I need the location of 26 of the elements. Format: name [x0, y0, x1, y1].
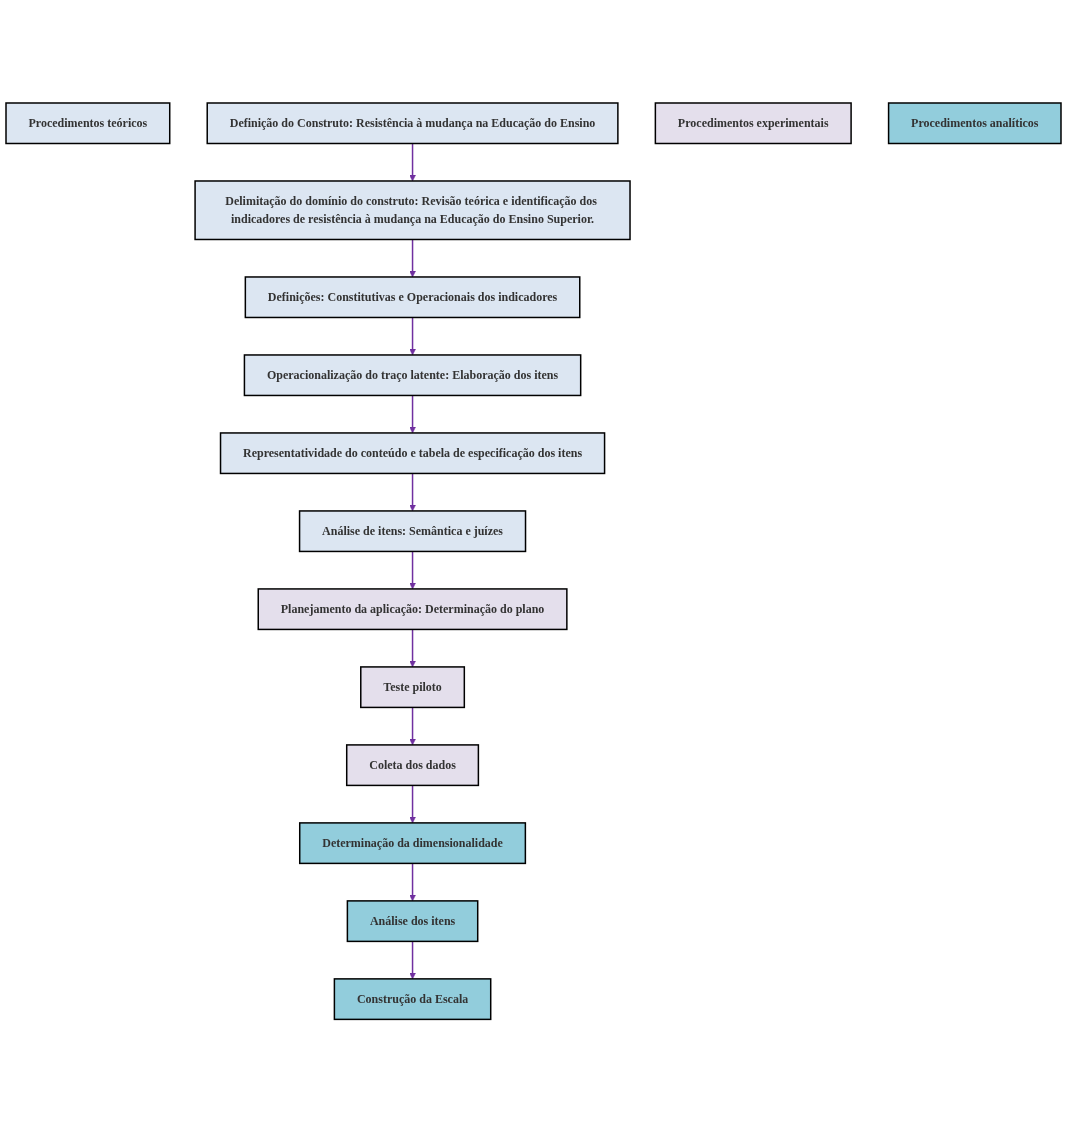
node-box: Procedimentos experimentais: [654, 102, 852, 145]
node-box: Determinação da dimensionalidade: [299, 821, 527, 864]
arrow: [409, 142, 416, 182]
arrow: [409, 784, 416, 823]
node-box: Planejamento da aplicação: Determinação do plano: [257, 588, 568, 630]
arrow: [409, 940, 416, 979]
node-box: Definição do Construto: Resistência à mudança na Educação do Ensino: [206, 102, 619, 145]
arrow: [409, 706, 416, 746]
node-box: Operacionalização do traço latente: Elaboração dos itens: [243, 354, 582, 396]
node-box: Construção da Escala: [333, 977, 492, 1020]
arrow: [409, 862, 416, 901]
node-box: Definições: Constitutivas e Operacionais dos indicadores: [244, 276, 581, 319]
node-box: Procedimentos analíticos: [887, 102, 1062, 145]
node-box: Representatividade do conteúdo e tabela de especificação dos itens: [219, 432, 606, 474]
arrow: [409, 316, 416, 356]
arrow: [409, 238, 416, 278]
node-box: Teste piloto: [360, 666, 466, 708]
node-box: Análise de itens: Semântica e juízes: [298, 510, 527, 552]
node-box: Delimitação do domínio do construto: Revisão teórica e identificação dos indicadores de resistência à mudança na Educação do Ensino Superior.: [194, 180, 631, 241]
arrow: [409, 472, 416, 512]
arrow: [409, 394, 416, 434]
node-box: Coleta dos dados: [345, 744, 480, 786]
node-box: Análise dos itens: [346, 899, 479, 942]
arrow: [409, 550, 416, 590]
node-box: Procedimentos teóricos: [5, 102, 171, 145]
arrow: [409, 628, 416, 668]
